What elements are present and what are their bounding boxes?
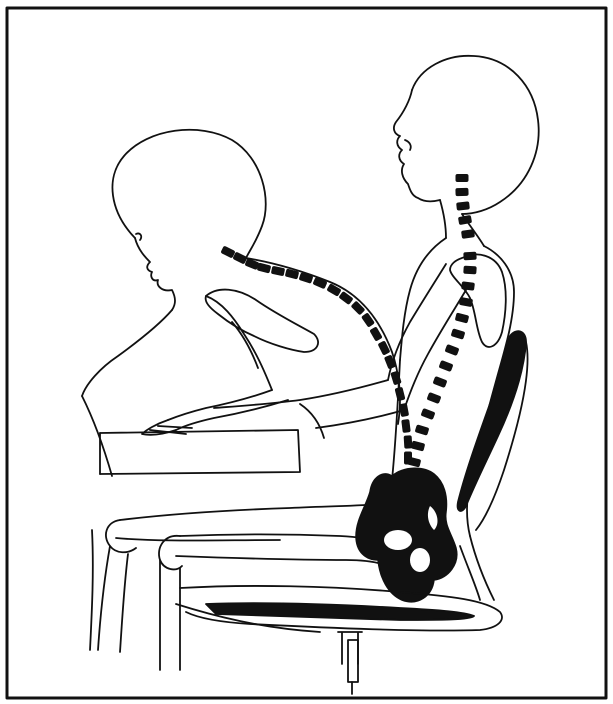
vertebra	[455, 313, 470, 324]
upright-face	[394, 90, 440, 201]
upright-spine	[407, 174, 477, 467]
swivel-chair	[176, 331, 528, 694]
vertebra	[299, 272, 314, 284]
vertebra	[232, 252, 247, 265]
vertebra	[456, 201, 470, 210]
vertebra	[257, 262, 272, 273]
desk	[100, 430, 300, 474]
vertebra	[395, 387, 406, 402]
vertebra	[401, 419, 411, 433]
vertebra	[411, 441, 426, 452]
slouched-thigh	[120, 504, 380, 520]
vertebra	[461, 229, 475, 239]
vertebra	[399, 403, 409, 417]
vertebra	[455, 188, 468, 196]
vertebra	[326, 283, 341, 296]
vertebra	[404, 435, 413, 448]
vertebra	[433, 376, 448, 388]
chair-seat	[206, 603, 474, 620]
slouched-face	[135, 238, 175, 310]
upright-head	[412, 56, 539, 214]
vertebra	[427, 392, 442, 404]
vertebra	[421, 408, 436, 420]
vertebra	[407, 457, 422, 468]
vertebra	[439, 360, 454, 372]
vertebra	[463, 252, 476, 261]
vertebra	[463, 266, 477, 275]
vertebra	[271, 266, 285, 277]
slouched-shoulder	[206, 290, 318, 352]
vertebra	[458, 215, 472, 225]
vertebra	[220, 246, 235, 259]
vertebra	[445, 344, 460, 356]
vertebra	[461, 281, 475, 291]
slouched-figure	[82, 130, 400, 652]
chair-backrest	[458, 331, 526, 511]
vertebra	[456, 174, 469, 182]
vertebra	[415, 424, 430, 436]
vertebra	[351, 301, 366, 316]
vertebra	[451, 328, 466, 340]
upright-figure	[159, 56, 539, 670]
upright-thigh	[180, 535, 386, 545]
slouched-spine	[220, 246, 412, 465]
